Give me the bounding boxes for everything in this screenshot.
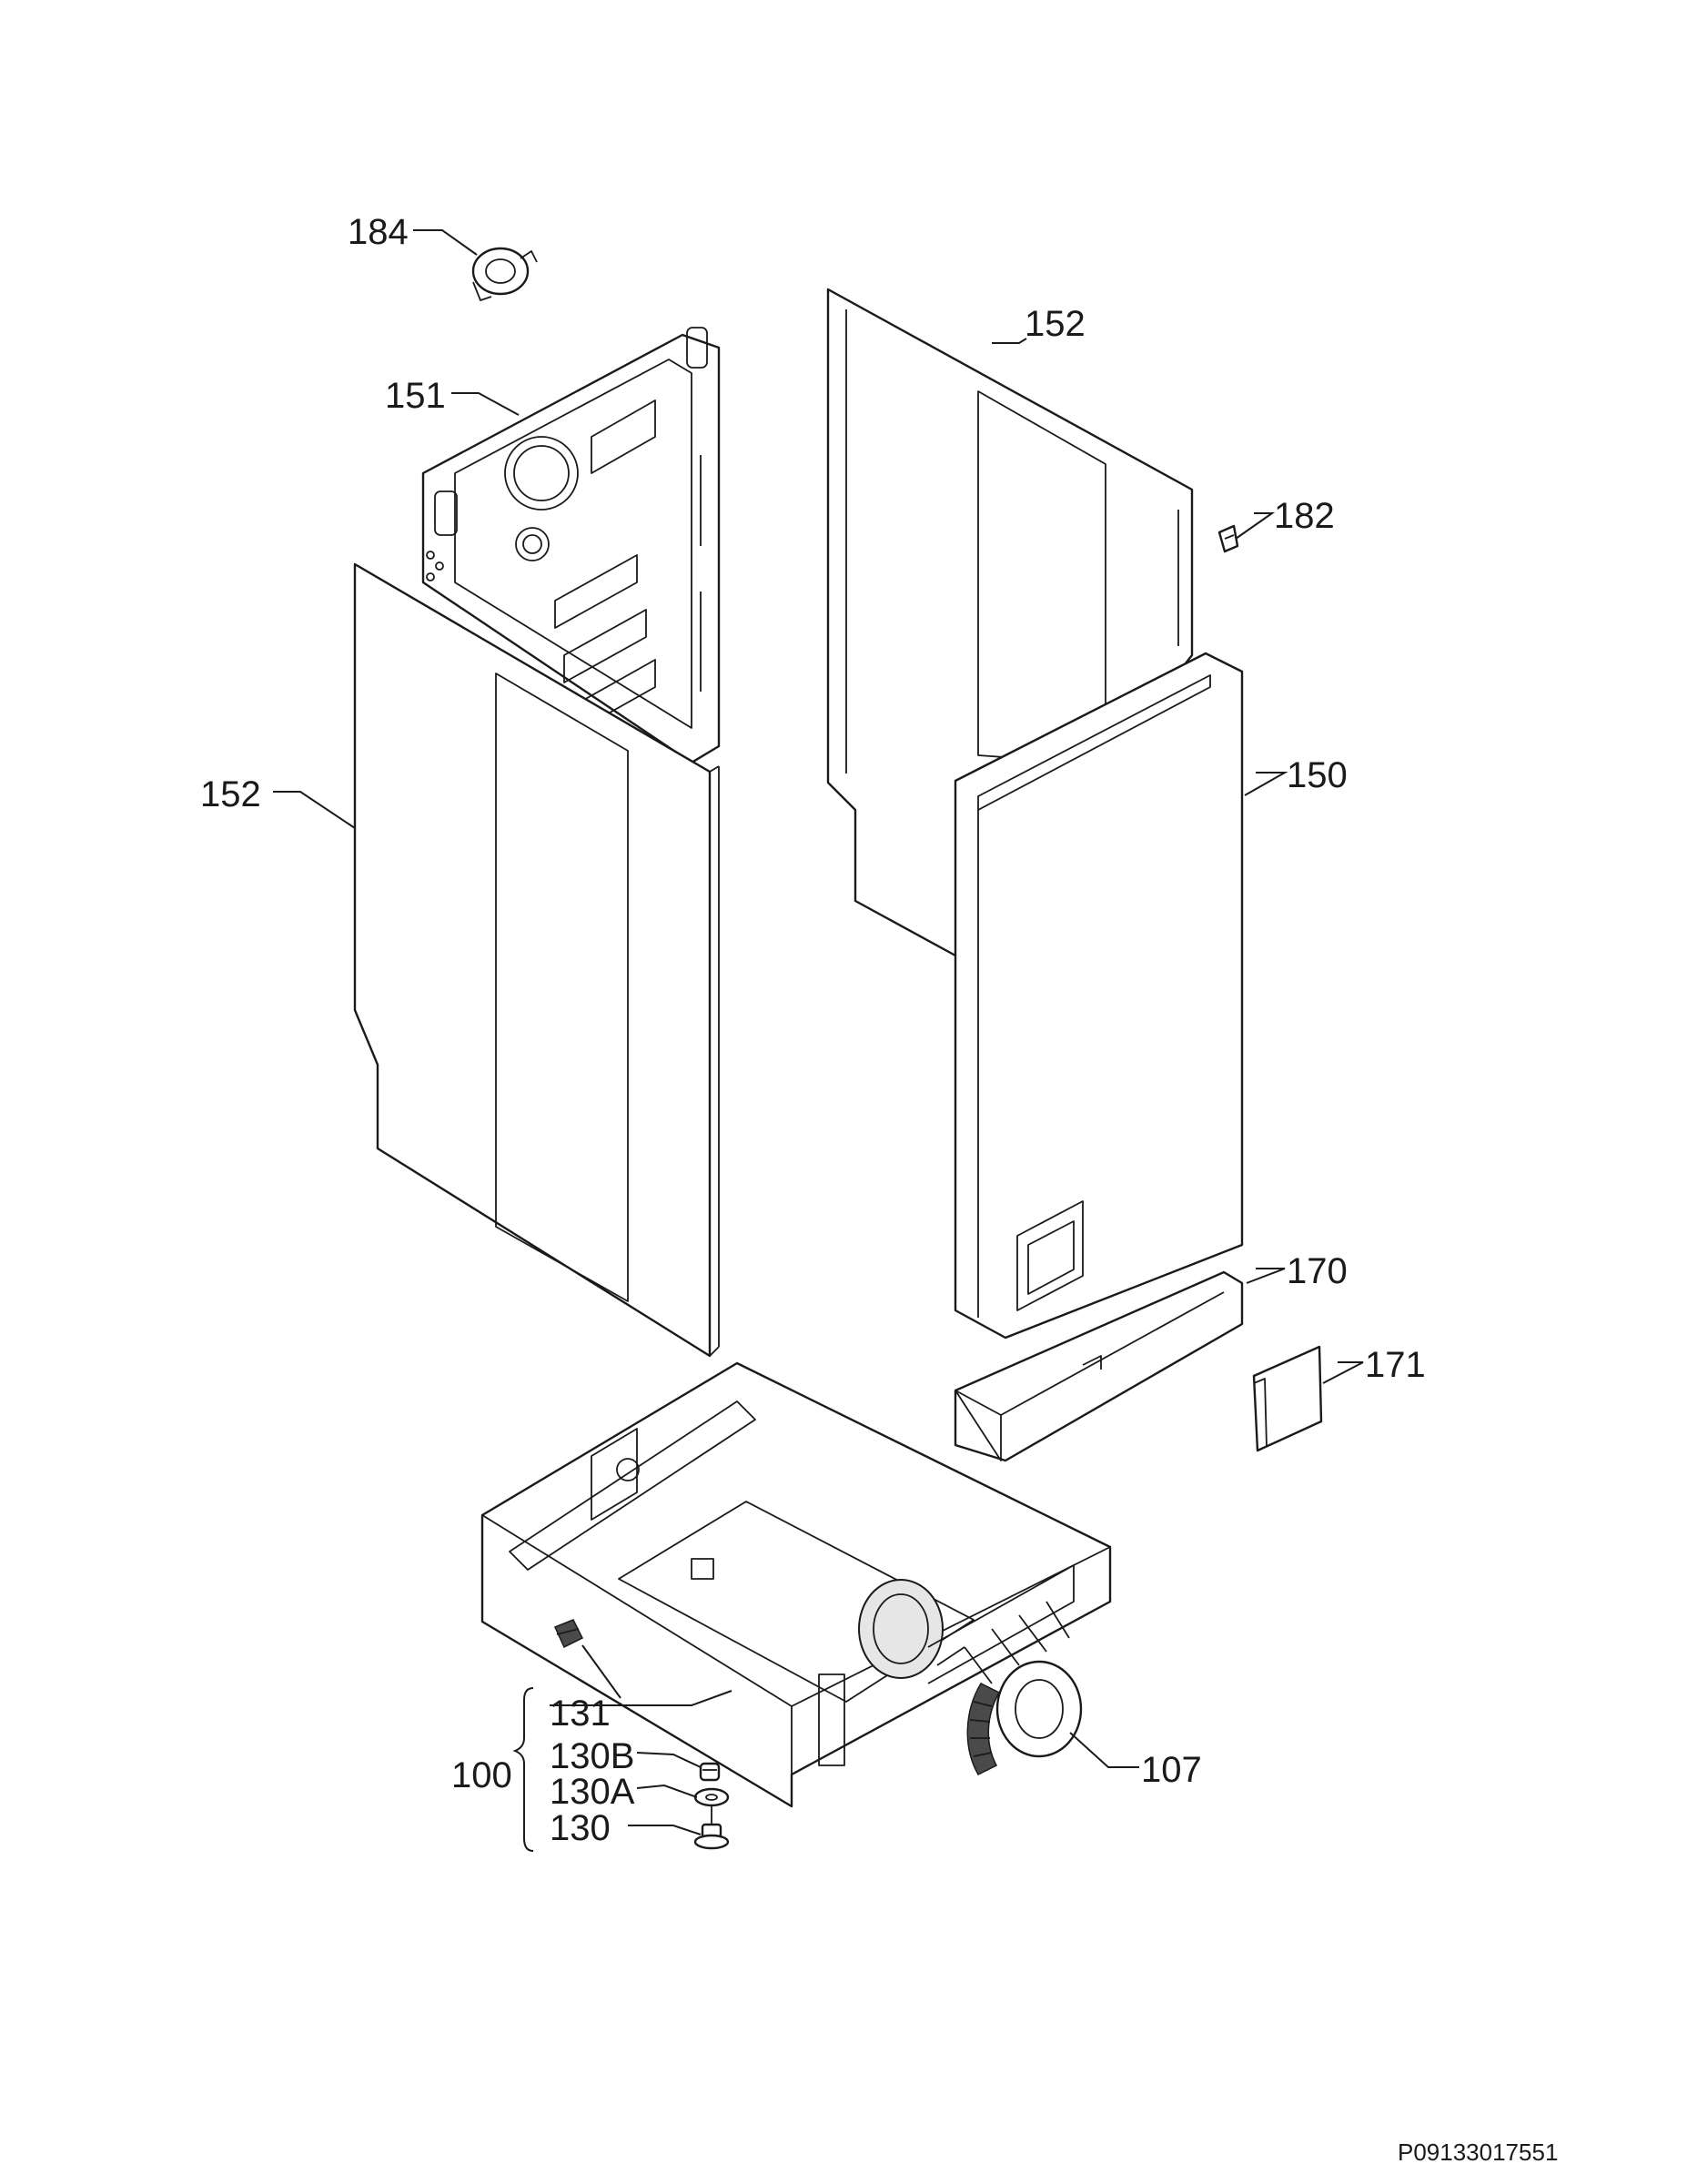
callout-131: 131 xyxy=(550,1694,611,1734)
callout-171: 171 xyxy=(1365,1345,1426,1385)
part-152-right-side-panel xyxy=(826,288,1194,957)
callout-130: 130 xyxy=(550,1808,611,1848)
part-151-rear-frame xyxy=(421,327,721,764)
part-184-fitting xyxy=(471,247,538,301)
part-150-front-panel xyxy=(954,652,1244,1340)
callout-100: 100 xyxy=(451,1755,512,1795)
callout-152-top: 152 xyxy=(1025,304,1086,344)
callout-184: 184 xyxy=(348,212,409,252)
part-131-clip xyxy=(553,1619,584,1649)
part-170-plinth xyxy=(954,1270,1244,1462)
callout-152-left: 152 xyxy=(200,774,261,814)
callout-107: 107 xyxy=(1141,1750,1202,1790)
part-171-cover xyxy=(1252,1345,1323,1452)
part-107-duct xyxy=(966,1660,1083,1775)
part-130-foot xyxy=(693,1806,730,1850)
callout-151: 151 xyxy=(385,376,446,416)
part-130B-foot-nut xyxy=(699,1762,721,1782)
callouts: 184 151 152 182 152 150 170 171 131 100 … xyxy=(200,212,1426,1848)
part-152-left-side-panel xyxy=(353,562,720,1358)
part-100-base-frame xyxy=(480,1361,1112,1808)
callout-150: 150 xyxy=(1287,755,1348,795)
part-130A-foot-washer xyxy=(693,1787,730,1807)
callout-130A: 130A xyxy=(550,1772,635,1812)
leader-lines xyxy=(273,229,1364,1852)
callout-170: 170 xyxy=(1287,1251,1348,1291)
document-id: P09133017551 xyxy=(1398,2138,1558,2166)
part-182-clip xyxy=(1217,524,1239,553)
callout-182: 182 xyxy=(1274,496,1335,536)
callout-130B: 130B xyxy=(550,1736,634,1776)
